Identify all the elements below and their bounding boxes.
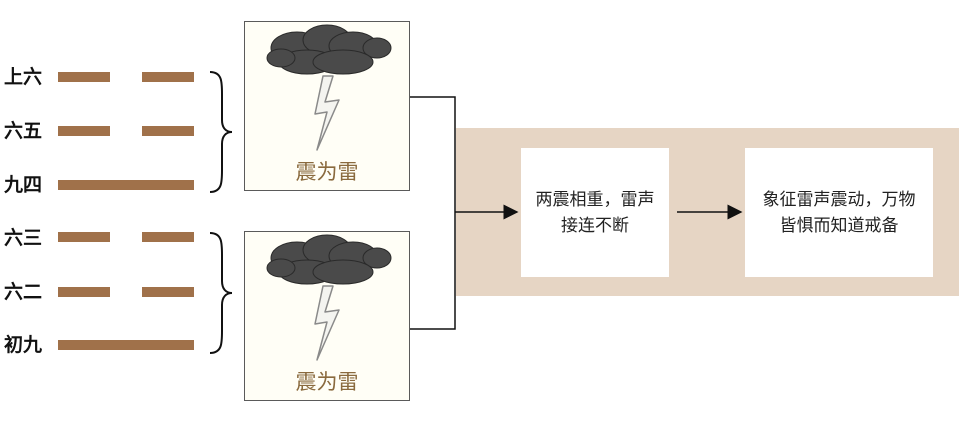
line-label-4: 九四 [4, 174, 43, 196]
line-2-yin-segment-2 [142, 287, 194, 297]
line-label-6: 上六 [4, 66, 43, 88]
lower-brace [209, 232, 233, 354]
lower-trigram-name: 震为雷 [295, 370, 359, 394]
lower-trigram-box: 震为雷 [244, 231, 410, 401]
upper-trigram-box: 震为雷 [244, 21, 410, 191]
upper-brace [209, 71, 233, 193]
line-5-yin-segment-1 [58, 126, 110, 136]
line-4-yang-segment-1 [58, 180, 194, 190]
line-label-1: 初九 [4, 334, 43, 356]
line-label-2: 六二 [4, 281, 43, 303]
symbol-card: 象征雷声震动，万物皆惧而知道戒备 [745, 148, 933, 277]
symbol-text: 象征雷声震动，万物皆惧而知道戒备 [762, 189, 916, 236]
meaning-text: 两震相重，雷声接连不断 [535, 189, 655, 236]
line-1-yang-segment-1 [58, 340, 194, 350]
line-3-yin-segment-2 [142, 232, 194, 242]
line-6-yin-segment-2 [142, 72, 194, 82]
meaning-card: 两震相重，雷声接连不断 [521, 148, 669, 277]
merge-bracket [410, 96, 456, 330]
line-label-5: 六五 [4, 120, 43, 142]
thunder-cloud-icon [266, 234, 392, 361]
upper-trigram-name: 震为雷 [295, 160, 359, 184]
line-label-3: 六三 [4, 227, 43, 249]
line-5-yin-segment-2 [142, 126, 194, 136]
line-6-yin-segment-1 [58, 72, 110, 82]
thunder-cloud-icon [266, 24, 392, 151]
line-3-yin-segment-1 [58, 232, 110, 242]
line-2-yin-segment-1 [58, 287, 110, 297]
